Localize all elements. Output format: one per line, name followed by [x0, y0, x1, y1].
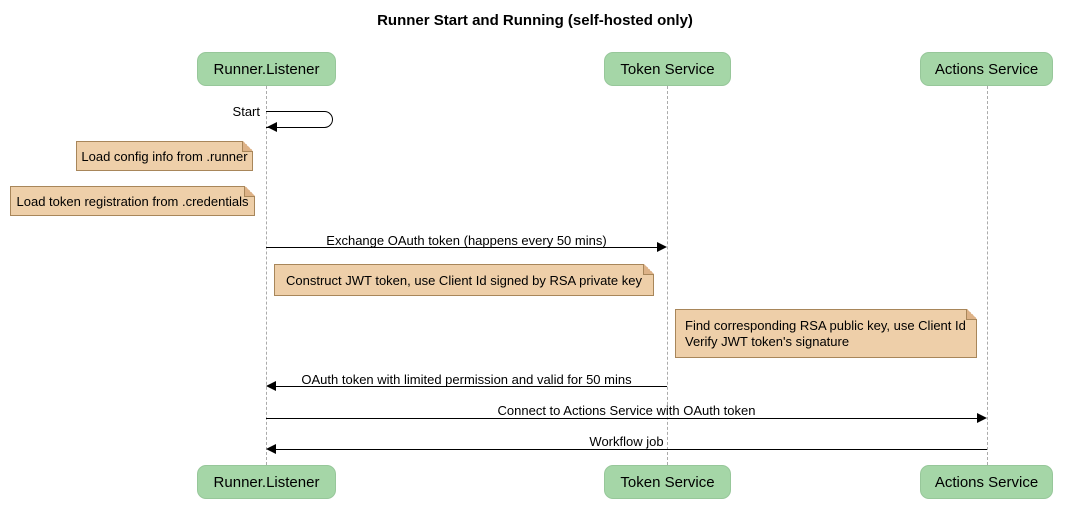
- note-text-line1: Find corresponding RSA public key, use C…: [685, 317, 966, 333]
- lifeline-runner-listener: [266, 86, 267, 465]
- note-load-token: Load token registration from .credential…: [10, 186, 255, 216]
- participant-bottom-actions-service: Actions Service: [920, 465, 1053, 499]
- lifeline-actions-service: [987, 86, 988, 465]
- participant-label: Token Service: [620, 60, 715, 78]
- note-fold-icon: [244, 186, 255, 197]
- arrowhead-left-icon: [266, 444, 276, 454]
- participant-bottom-runner-listener: Runner.Listener: [197, 465, 336, 499]
- self-message-loop: [266, 111, 333, 128]
- note-fold-icon: [966, 309, 977, 320]
- note-fold-icon: [643, 264, 654, 275]
- message-connect-line: [266, 418, 981, 419]
- note-text: Load token registration from .credential…: [16, 193, 249, 209]
- message-oauth-return-line: [272, 386, 667, 387]
- note-load-config: Load config info from .runner: [76, 141, 253, 171]
- participant-top-runner-listener: Runner.Listener: [197, 52, 336, 86]
- diagram-title: Runner Start and Running (self-hosted on…: [377, 12, 693, 29]
- message-exchange-line: [266, 247, 661, 248]
- note-find-rsa: Find corresponding RSA public key, use C…: [675, 309, 977, 358]
- message-connect-label: Connect to Actions Service with OAuth to…: [497, 403, 756, 418]
- note-fold-icon: [242, 141, 253, 152]
- participant-top-actions-service: Actions Service: [920, 52, 1053, 86]
- message-oauth-return-label: OAuth token with limited permission and …: [301, 372, 632, 387]
- participant-top-token-service: Token Service: [604, 52, 731, 86]
- note-text: Load config info from .runner: [81, 148, 248, 164]
- arrowhead-left-icon: [267, 122, 277, 132]
- note-text-line2: Verify JWT token's signature: [685, 333, 850, 349]
- arrowhead-left-icon: [266, 381, 276, 391]
- note-construct-jwt: Construct JWT token, use Client Id signe…: [274, 264, 654, 296]
- participant-label: Runner.Listener: [213, 60, 320, 78]
- note-text: Construct JWT token, use Client Id signe…: [286, 272, 642, 288]
- arrowhead-right-icon: [977, 413, 987, 423]
- message-workflow-line: [272, 449, 987, 450]
- lifeline-token-service: [667, 86, 668, 465]
- arrowhead-right-icon: [657, 242, 667, 252]
- participant-label: Actions Service: [934, 473, 1039, 491]
- message-exchange-label: Exchange OAuth token (happens every 50 m…: [326, 233, 607, 248]
- participant-label: Actions Service: [934, 60, 1039, 78]
- participant-bottom-token-service: Token Service: [604, 465, 731, 499]
- message-workflow-label: Workflow job: [589, 434, 664, 449]
- participant-label: Token Service: [620, 473, 715, 491]
- participant-label: Runner.Listener: [213, 473, 320, 491]
- message-start-label: Start: [232, 104, 260, 119]
